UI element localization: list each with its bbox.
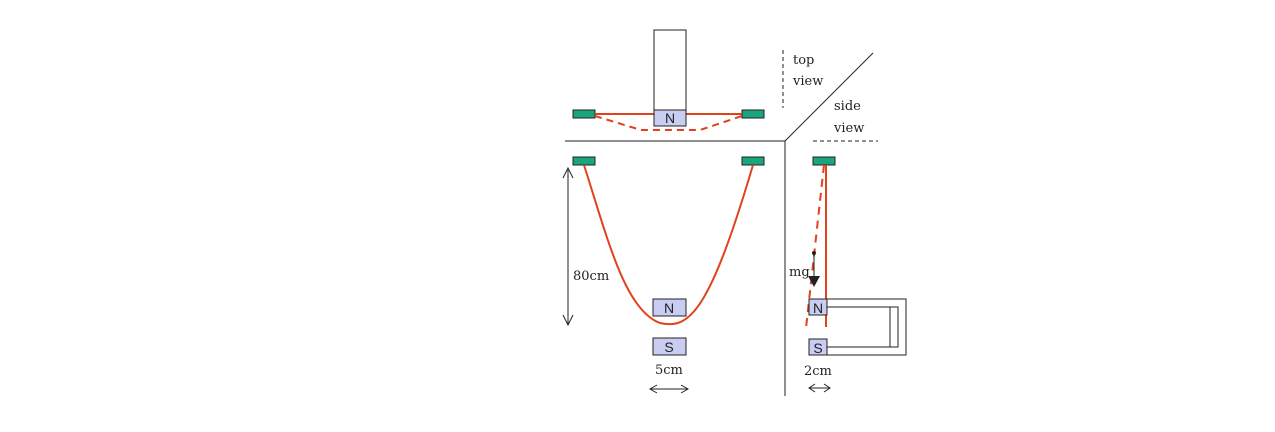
width-side-arrowhead-right <box>823 383 831 393</box>
top-view-support-right <box>741 109 765 119</box>
top-view-wire-deflected <box>594 115 743 131</box>
top-view-magnet-north-label: N <box>665 110 675 126</box>
front-view-magnet-north-label: N <box>664 300 674 316</box>
front-view-magnet-south-label: S <box>664 339 673 355</box>
side-view: N S mg 2cm <box>789 156 907 393</box>
width-front-arrowhead-right <box>680 384 690 394</box>
front-view-support-left <box>572 156 596 166</box>
width-side-label: 2cm <box>804 364 832 379</box>
top-view-label-line2: view <box>792 74 823 89</box>
length-arrowhead-bottom <box>562 314 574 327</box>
weight-force-origin <box>812 251 816 255</box>
weight-force-arrowhead <box>808 276 820 287</box>
length-label: 80cm <box>573 269 609 284</box>
length-arrowhead-top <box>562 166 574 179</box>
top-view-post <box>653 29 687 111</box>
width-side-arrowhead-left <box>808 383 816 393</box>
front-view: N S 80cm 5cm <box>562 156 765 394</box>
side-view-magnet-south-label: S <box>813 340 822 356</box>
width-front-arrowhead-left <box>648 384 658 394</box>
front-view-support-right <box>741 156 765 166</box>
side-view-magnet-north <box>808 298 828 316</box>
front-view-wire <box>583 164 754 326</box>
weight-label: mg <box>789 265 810 280</box>
side-view-magnet-north-label: N <box>813 300 823 316</box>
side-view-magnet-south <box>808 338 828 356</box>
top-view-label-line1: top <box>793 53 814 68</box>
side-view-support <box>812 156 836 166</box>
top-view-magnet-north <box>653 109 687 127</box>
front-view-magnet-north <box>652 298 687 317</box>
width-front-label: 5cm <box>655 363 683 378</box>
side-view-label-line1: side <box>834 99 861 114</box>
top-view-support-left <box>572 109 596 119</box>
view-dividers <box>565 50 878 396</box>
top-view: N <box>572 29 765 131</box>
side-view-label-line2: view <box>833 121 864 136</box>
front-view-magnet-south <box>652 337 687 356</box>
diagonal-divider <box>784 52 874 142</box>
